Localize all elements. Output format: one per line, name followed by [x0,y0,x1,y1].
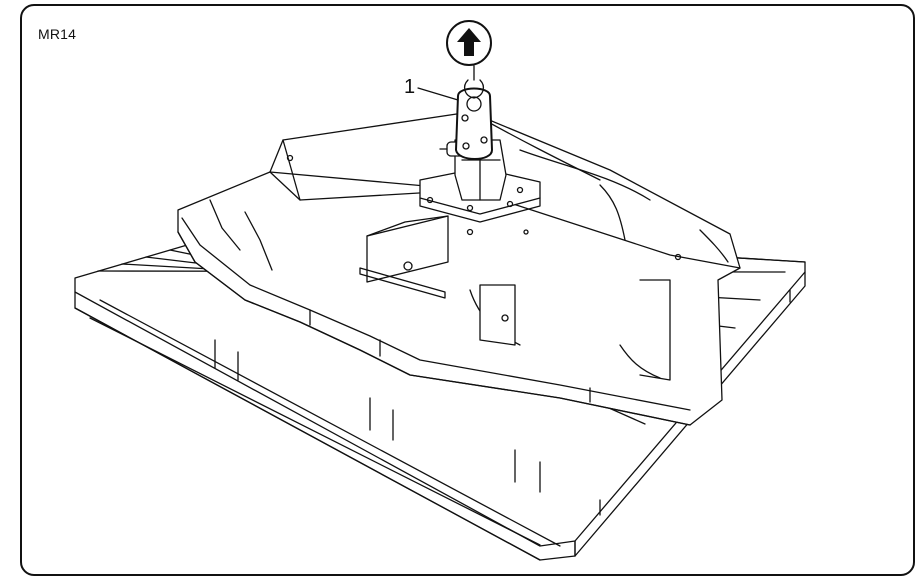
figure-id-label: MR14 [38,26,77,42]
arrow-up-icon [457,28,481,56]
gearbox [426,65,524,212]
mower-on-pallet-illustration [74,30,806,561]
callout-number: 1 [404,76,416,98]
